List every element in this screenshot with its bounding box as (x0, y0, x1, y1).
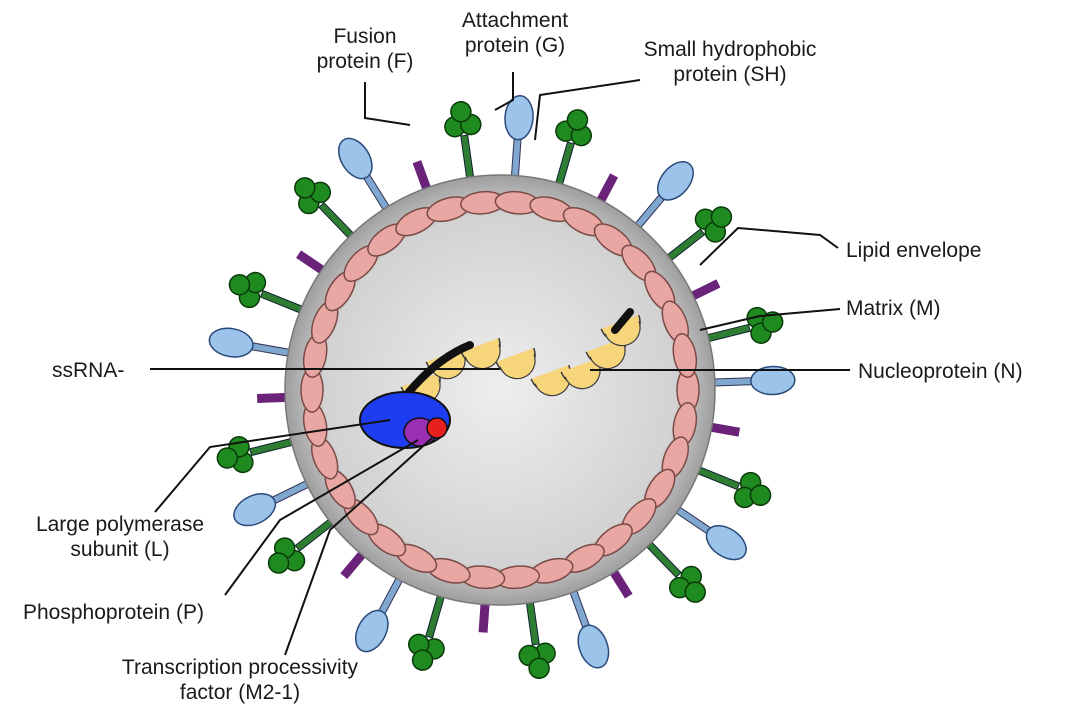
large-polymerase-label: Large polymerase subunit (L) (5, 512, 235, 562)
matrix-label: Matrix (M) (846, 296, 940, 321)
fusion-stalk (426, 592, 445, 638)
large-label-line-1: Large polymerase (5, 512, 235, 537)
sh-label-line-1: Small hydrophobic (610, 37, 850, 62)
fusion-protein-label: Fusion protein (F) (310, 24, 420, 74)
fusion-glycoprotein (541, 105, 598, 192)
fusion-stalk (461, 135, 474, 182)
nucleoprotein-label: Nucleoprotein (N) (858, 359, 1023, 384)
sh-label-line-2: protein (SH) (610, 62, 850, 87)
fusion-stalk (694, 466, 739, 490)
fusion-glycoprotein (213, 424, 299, 478)
fusion-stalk (260, 290, 305, 314)
transcription-label-line-2: factor (M2-1) (80, 680, 400, 705)
fusion-glycoprotein (442, 99, 489, 183)
fusion-stalk (526, 598, 539, 645)
transcription-factor-M2-1 (427, 418, 447, 438)
ssrna-label: ssRNA- (52, 358, 124, 383)
fusion-label-line-1: Fusion (310, 24, 420, 49)
attachment-head (349, 605, 394, 657)
attachment-head (573, 621, 614, 672)
attachment-glycoprotein (229, 470, 317, 532)
fusion-glycoprotein (402, 588, 459, 675)
fusion-stalk (555, 142, 574, 188)
fusion-glycoprotein (700, 302, 786, 356)
transcription-label-line-1: Transcription processivity (80, 655, 400, 680)
attachment-stalk (511, 133, 521, 179)
attachment-label-line-2: protein (G) (455, 33, 575, 58)
attachment-stalk (711, 378, 757, 387)
attachment-head (229, 487, 281, 531)
fusion-glycoprotein (512, 596, 559, 680)
attachment-head (332, 132, 379, 184)
phosphoprotein-label: Phosphoprotein (P) (23, 600, 204, 625)
attachment-head (207, 325, 255, 360)
attachment-glycoprotein (501, 95, 535, 181)
attachment-glycoprotein (207, 325, 295, 367)
small-hydrophobic-label: Small hydrophobic protein (SH) (610, 37, 850, 87)
lipid-envelope-label: Lipid envelope (846, 238, 981, 263)
fusion-leader-line (365, 82, 410, 125)
virion-interior (322, 212, 678, 568)
large-label-line-2: subunit (L) (5, 537, 235, 562)
attachment-protein-label: Attachment protein (G) (455, 8, 575, 58)
attachment-label-line-1: Attachment (455, 8, 575, 33)
transcription-factor-label: Transcription processivity factor (M2-1) (80, 655, 400, 705)
fusion-label-line-2: protein (F) (310, 49, 420, 74)
attachment-glycoprotein (559, 583, 614, 672)
